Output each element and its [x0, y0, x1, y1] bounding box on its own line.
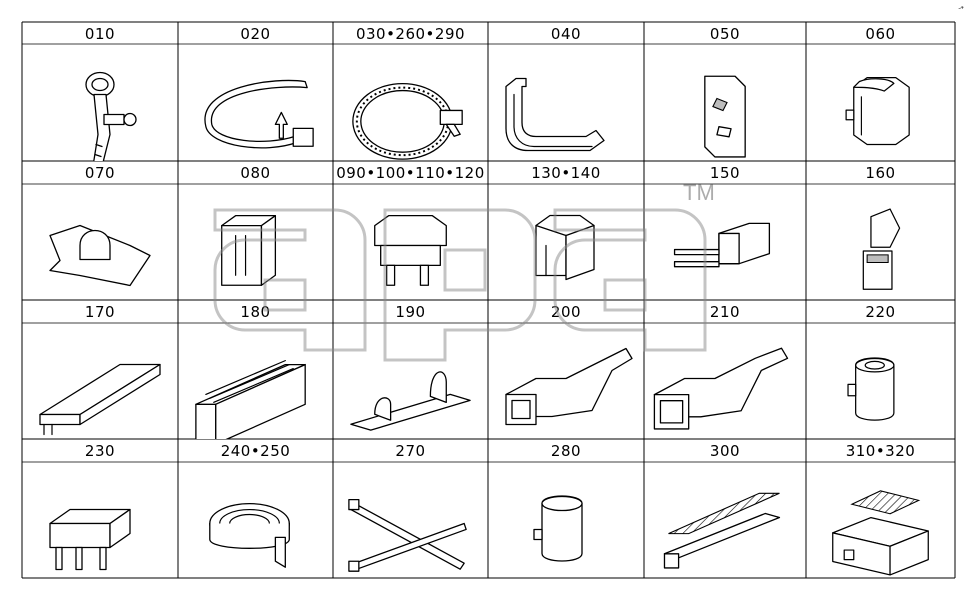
part-cell: 220 — [806, 300, 955, 439]
part-cell: 310•320 — [806, 439, 955, 578]
part-number-label: 300 — [709, 442, 741, 460]
part-cell: 090•100•110•120 — [333, 161, 488, 300]
part-number-label: 280 — [550, 442, 582, 460]
part-number-label: 060 — [865, 25, 896, 43]
mounting-plate-icon — [644, 44, 806, 161]
part-number-label: 090•100•110•120 — [336, 164, 485, 182]
clip-rail-icon — [333, 322, 488, 439]
part-number-label: 160 — [865, 164, 896, 182]
part-cell: 230 — [22, 439, 178, 578]
part-number-label: 150 — [709, 164, 741, 182]
tape-roll-icon — [178, 461, 333, 578]
part-number-label: 240•250 — [220, 442, 291, 460]
part-number-label: 080 — [240, 164, 271, 182]
part-number-label: 310•320 — [845, 442, 916, 460]
part-number-label: 070 — [84, 164, 116, 182]
part-number-label: 190 — [395, 303, 426, 321]
spring-nut-clip-icon — [22, 183, 178, 300]
part-number-label: 170 — [84, 303, 116, 321]
part-number-label: 230 — [84, 442, 116, 460]
part-cell: 190 — [333, 300, 488, 439]
three-pin-fuse-icon — [22, 461, 178, 578]
part-cell: 050 — [644, 22, 806, 161]
adhesive-pad-box-icon — [806, 461, 955, 578]
part-number-label: 130•140 — [531, 164, 601, 182]
bracket-handle-icon — [488, 44, 644, 161]
part-cell: 170 — [22, 300, 178, 439]
cable-tie-with-clip-icon — [22, 44, 178, 161]
part-number-label: 010 — [84, 25, 116, 43]
part-cell: 160 — [806, 161, 955, 300]
clip-holder-icon — [806, 44, 955, 161]
part-cell: 060 — [806, 22, 955, 161]
terminal-block-icon — [178, 322, 333, 439]
part-cell: 200 — [488, 300, 644, 439]
part-number-label: 050 — [709, 25, 741, 43]
part-cell: 020 — [178, 22, 333, 161]
part-cell: 210 — [644, 300, 806, 439]
part-cell: 040 — [488, 22, 644, 161]
part-number-label: 030•260•290 — [355, 25, 466, 43]
part-number-label: 270 — [395, 442, 426, 460]
part-number-label: 020 — [240, 25, 271, 43]
part-number-label: 210 — [709, 303, 741, 321]
cylindrical-clip-icon — [488, 461, 644, 578]
long-cover-icon — [22, 322, 178, 439]
crossed-cable-ties-icon — [333, 461, 488, 578]
latch-connector-icon — [806, 183, 955, 300]
part-cell: 070 — [22, 161, 178, 300]
part-cell: 240•250 — [178, 439, 333, 578]
rubber-boot-large-icon — [644, 322, 806, 439]
cable-tie-with-pin-icon — [178, 44, 333, 161]
part-number-label: 220 — [865, 303, 896, 321]
part-cell: 010 — [22, 22, 178, 161]
part-cell: 180 — [178, 300, 333, 439]
part-cell: 280 — [488, 439, 644, 578]
part-number-label: 180 — [240, 303, 271, 321]
part-cell: 300 — [644, 439, 806, 578]
rubber-boot-icon — [488, 322, 644, 439]
part-cell: 080 — [178, 161, 333, 300]
two-pin-plug-icon — [644, 183, 806, 300]
part-cell: 270 — [333, 439, 488, 578]
part-number-label: 200 — [550, 303, 582, 321]
hose-clamp-band-icon — [333, 44, 488, 161]
fuse-block-icon — [178, 183, 333, 300]
blade-fuse-icon — [333, 183, 488, 300]
part-cell: 130•140 — [488, 161, 644, 300]
part-number-label: 040 — [550, 25, 582, 43]
clip-holder-round-icon — [806, 322, 955, 439]
relay-connector-icon — [488, 183, 644, 300]
part-cell: 150 — [644, 161, 806, 300]
part-cell: 030•260•290 — [333, 22, 488, 161]
adhesive-strip-bracket-icon — [644, 461, 806, 578]
